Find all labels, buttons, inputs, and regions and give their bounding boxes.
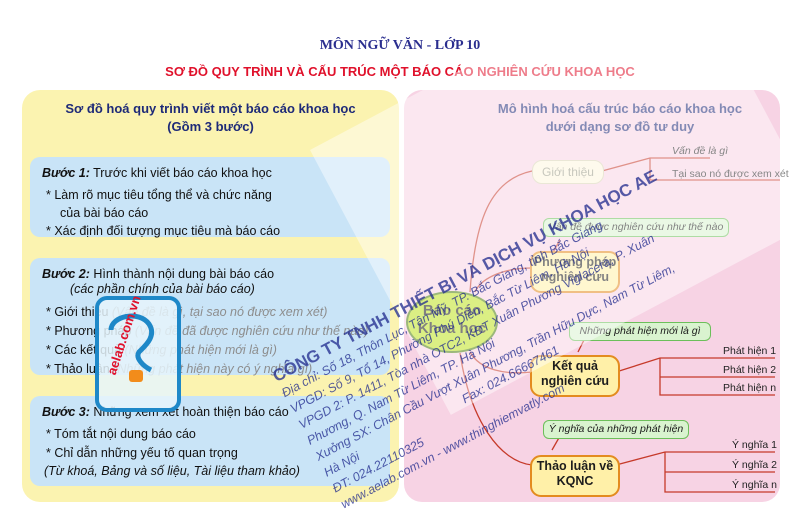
discussion-to-leaves [615,451,775,493]
step-1-bullet-2: * Xác định đối tượng mục tiêu mà báo cáo [46,224,281,238]
discussion-leaf-2: Ý nghĩa 2 [732,459,777,471]
results-leaf-2: Phát hiện 2 [723,364,777,376]
branch-discussion [459,352,533,466]
node-method: Phương pháp nghiên cứu [530,251,620,293]
step-3-box: Bước 3: Những xem xét hoàn thiện báo cáo… [30,396,390,486]
note-discussion: Ý nghĩa của những phát hiện [543,420,689,439]
results-leaf-1: Phát hiện 1 [723,345,777,357]
discussion-leaf-1: Ý nghĩa 1 [732,439,777,451]
step-1-bullet-1-cont: của bài báo cáo [60,206,149,220]
step-1-label: Bước 1: [42,166,90,180]
intro-to-leaves [601,157,780,181]
node-discussion: Thảo luận về KQNC [530,455,620,497]
step-1-bullet-1: * Làm rõ mục tiêu tổng thể và chức năng [46,188,272,202]
logo-graphic-icon [108,313,155,382]
node-intro: Giới thiệu [532,160,604,184]
results-to-leaves [615,357,775,396]
aelab-logo-icon [95,296,181,412]
step-1-text: Trước khi viết báo cáo khoa học [89,166,272,180]
step-3-bullet-3: (Từ khoá, Bảng và số liệu, Tài liệu tham… [44,464,300,478]
results-leaf-3: Phát hiện n [723,382,777,394]
step-2-item-1: * Giới thiệu [46,305,109,319]
intro-leaf-1: Vấn đề là gì [672,145,729,157]
structure-heading-line1: Mô hình hoá cấu trúc báo cáo khoa học [497,101,743,116]
discussion-leaf-3: Ý nghĩa n [732,479,777,491]
process-heading: Sơ đồ hoá quy trình viết một báo cáo kho… [22,100,399,136]
step-2-item-4: * Thảo luận [46,362,110,376]
note-method: Vấn đề được nghiên cứu như thế nào [543,218,729,237]
step-3-bullet-1: * Tóm tắt nội dung báo cáo [46,427,196,441]
process-heading-line1: Sơ đồ hoá quy trình viết một báo cáo kho… [65,101,356,116]
branch-results [469,351,533,374]
branch-method [474,267,533,293]
step-2-subtitle: (các phần chính của bài báo cáo) [70,282,255,296]
branch-intro [469,170,533,293]
structure-heading-line2: dưới dạng sơ đồ tư duy [545,119,695,134]
step-3-bullet-2: * Chỉ dẫn những yếu tố quan trọng [46,446,238,460]
intro-leaf-2: Tại sao nó được xem xét [672,168,789,180]
process-heading-line2: (Gồm 3 bước) [167,119,254,134]
subject-title: MÔN NGỮ VĂN - LỚP 10 [319,38,481,53]
step-2-item-2-note: (Vấn đề đã được nghiên cứu như thế nào) [131,324,369,338]
step-3-label: Bước 3: [42,405,90,419]
step-2-label: Bước 2: [42,267,90,281]
step-2-text: Hình thành nội dung bài báo cáo [89,267,275,281]
node-results: Kết quả nghiên cứu [530,355,620,397]
structure-heading: Mô hình hoá cấu trúc báo cáo khoa học dư… [470,100,770,136]
node-center: Báo cáo Khoa học [406,291,498,353]
note-results: Những phát hiện mới là gì [569,322,711,341]
step-1-box: Bước 1: Trước khi viết báo cáo khoa học … [30,157,390,238]
page-title: SƠ ĐỒ QUY TRÌNH VÀ CẤU TRÚC MỘT BÁO CÁO … [165,64,635,79]
